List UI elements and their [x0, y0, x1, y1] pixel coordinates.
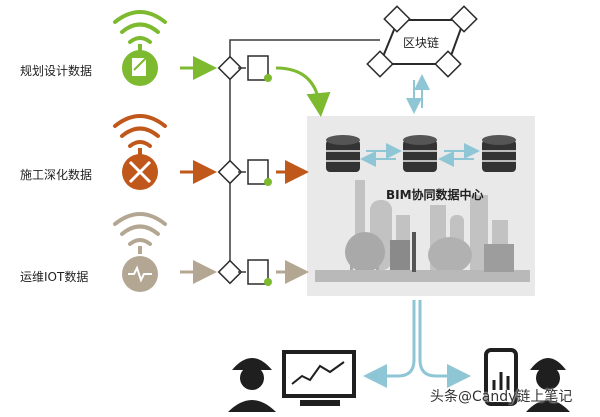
source-label-construction: 施工深化数据 [20, 168, 93, 182]
blockchain-link-arrows [406, 74, 430, 114]
worker-icon [228, 358, 276, 412]
database-icon [403, 135, 437, 172]
watermark: 头条@Candy链上笔记 [430, 389, 573, 405]
monitor-chart-icon [282, 350, 356, 406]
blockchain-network [366, 5, 478, 78]
wifi-icon [113, 10, 167, 44]
source-label-planning: 规划设计数据 [20, 64, 93, 78]
verified-document-icon [247, 259, 272, 286]
verified-document-icon [247, 55, 272, 82]
worker-icon [526, 358, 570, 412]
factory-illustration [315, 180, 530, 282]
wifi-icon [113, 212, 167, 246]
block-cube-icon [217, 159, 243, 185]
block-cube-icon [217, 259, 243, 285]
verified-document-icon [247, 159, 272, 186]
blockchain-label: 区块链 [403, 36, 440, 50]
data-center-title: BIM协同数据中心 [386, 188, 484, 202]
block-cube-icon [217, 55, 243, 81]
database-icon [482, 135, 516, 172]
phone-chart-icon [484, 348, 518, 406]
wifi-icon [113, 114, 167, 148]
database-icon [326, 135, 360, 172]
sync-arrows [360, 143, 480, 167]
source-label-iot: 运维IOT数据 [20, 270, 89, 284]
output-arrows [363, 300, 471, 388]
